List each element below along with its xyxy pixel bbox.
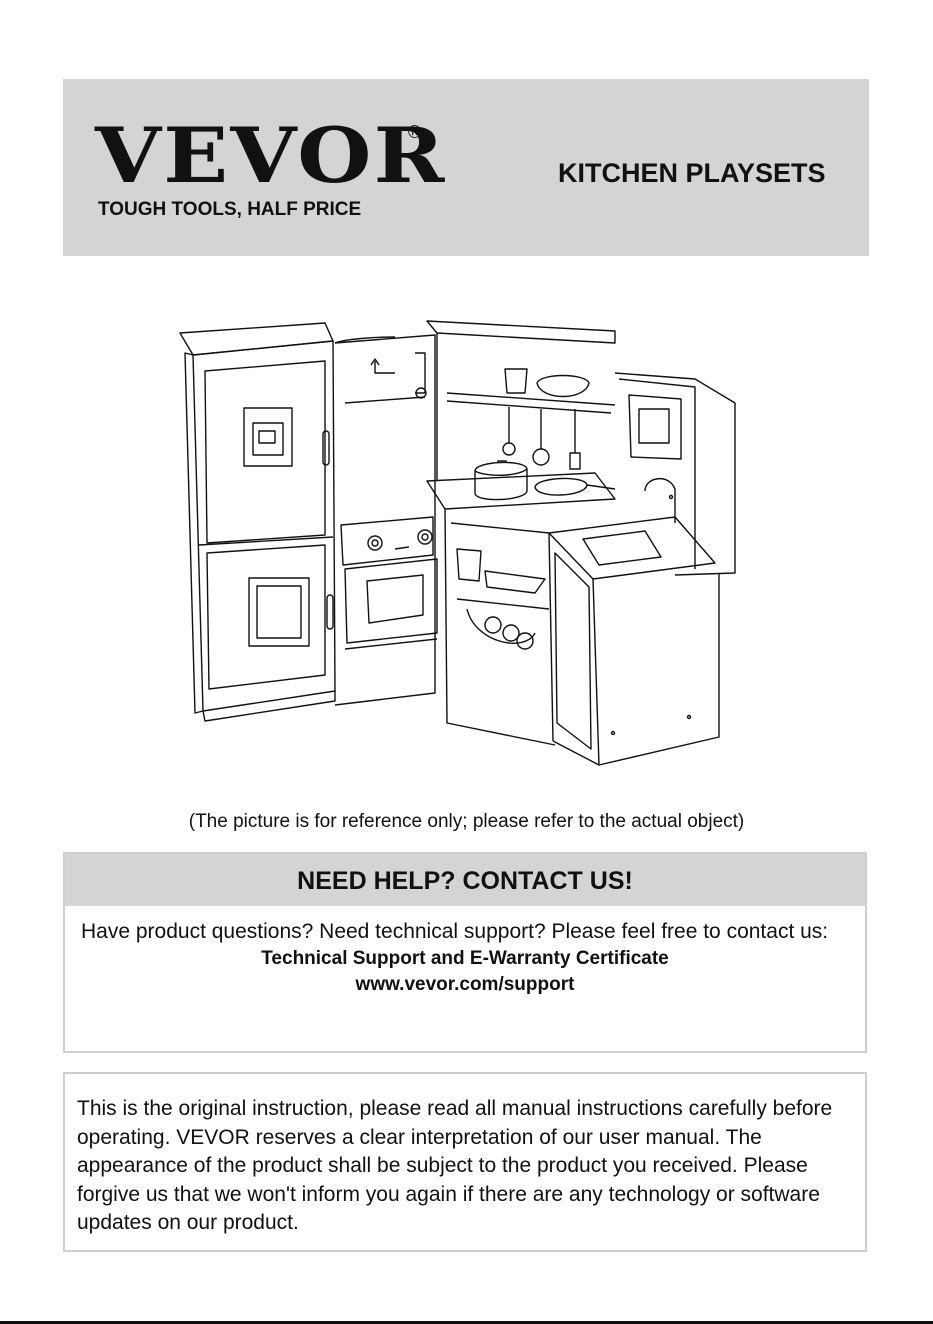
notice-text: This is the original instruction, please… xyxy=(77,1097,833,1234)
brand-tagline: TOUGH TOOLS, HALF PRICE xyxy=(98,199,362,220)
support-url-link[interactable]: www.vevor.com/support xyxy=(355,974,575,995)
bottom-rule xyxy=(0,1321,933,1324)
contact-text: Have product questions? Need technical s… xyxy=(81,920,829,943)
notice-box: This is the original instruction, please… xyxy=(63,1072,867,1252)
fridge-drawing xyxy=(179,322,336,722)
sink-cabinet-drawing xyxy=(548,372,736,766)
registered-mark: ® xyxy=(408,122,422,142)
oven-drawing xyxy=(334,334,438,706)
product-title: KITCHEN PLAYSETS xyxy=(558,158,826,188)
contact-heading: NEED HELP? CONTACT US! xyxy=(65,854,865,906)
support-title: Technical Support and E-Warranty Certifi… xyxy=(261,948,669,969)
image-caption: (The picture is for reference only; plea… xyxy=(188,811,745,832)
stove-drawing xyxy=(426,460,616,746)
brand-logo: VEVOR xyxy=(95,111,447,200)
header-band xyxy=(63,79,869,256)
hutch-drawing xyxy=(426,320,616,481)
kitchen-playset-illustration xyxy=(179,320,736,766)
contact-box: NEED HELP? CONTACT US! Have product ques… xyxy=(63,852,867,1053)
